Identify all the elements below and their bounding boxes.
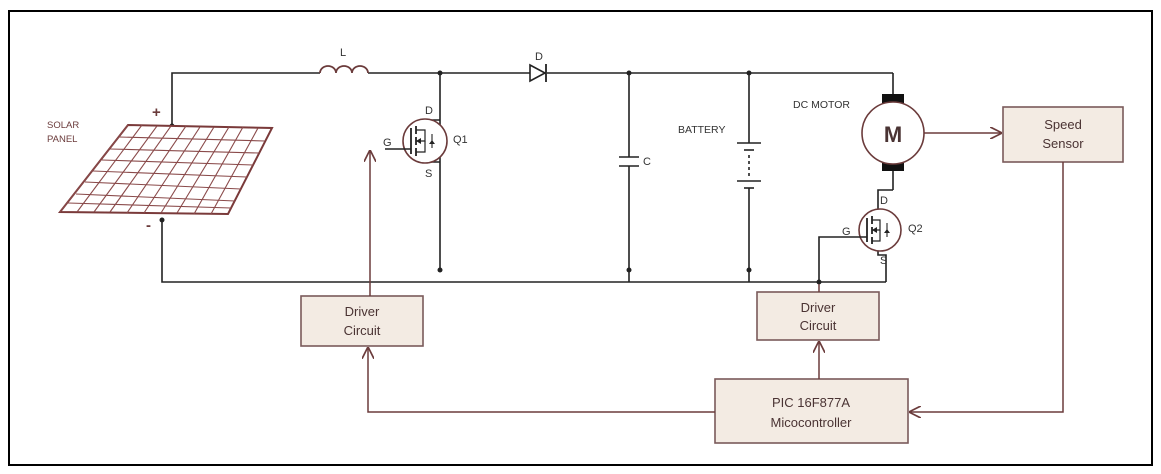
driver-1-line-1: Driver — [345, 304, 380, 319]
q2-drain-label: D — [880, 195, 888, 207]
battery: BATTERY — [678, 124, 761, 189]
q1-label: Q1 — [453, 134, 468, 146]
mosfet-q1: Q1 D G S — [383, 105, 468, 180]
diagram-frame — [8, 10, 1153, 466]
power-wires — [161, 72, 894, 283]
q1-gate-label: G — [383, 137, 392, 149]
microcontroller-block: PIC 16F877A Micocontroller — [714, 378, 909, 444]
speed-sensor-block: Speed Sensor — [1002, 106, 1124, 163]
sensor-to-controller-arrow — [910, 162, 1064, 412]
q2-gate-label: G — [842, 226, 851, 238]
q1-drain-label: D — [425, 105, 433, 117]
inductor: L — [319, 47, 369, 74]
battery-label: BATTERY — [678, 124, 725, 136]
speed-sensor-line-2: Sensor — [1042, 136, 1084, 151]
motor-symbol: M — [884, 122, 902, 147]
capacitor-label: C — [643, 156, 651, 168]
mosfet-q2: Q2 D G S — [818, 195, 923, 282]
q2-label: Q2 — [908, 223, 923, 235]
solar-panel-label-1: SOLAR — [47, 120, 79, 131]
controller-line-1: PIC 16F877A — [772, 395, 850, 410]
inductor-label: L — [340, 47, 346, 59]
driver-2-line-2: Circuit — [800, 318, 837, 333]
diode-label: D — [535, 51, 543, 63]
speed-sensor-line-1: Speed — [1044, 117, 1082, 132]
solar-panel: SOLAR PANEL + - — [47, 104, 274, 234]
controller-line-2: Micocontroller — [771, 415, 853, 430]
motor-label: DC MOTOR — [793, 99, 850, 111]
solar-minus-label: - — [146, 217, 151, 234]
diode: D — [529, 51, 547, 83]
controller-to-driver1-arrow — [368, 348, 715, 413]
bottom-rail — [161, 220, 886, 283]
driver-2-line-1: Driver — [801, 300, 836, 315]
dc-motor: M DC MOTOR — [793, 94, 925, 171]
q2-source-label: S — [880, 255, 887, 267]
solar-panel-label-2: PANEL — [47, 134, 77, 145]
capacitor: C — [619, 156, 651, 168]
driver-1-line-2: Circuit — [344, 323, 381, 338]
junctions — [159, 70, 822, 285]
control-wires — [368, 133, 1064, 413]
solar-plus-label: + — [152, 104, 161, 121]
driver-circuit-1-block: Driver Circuit — [300, 295, 424, 347]
driver-circuit-2-block: Driver Circuit — [756, 291, 880, 341]
q1-source-label: S — [425, 168, 432, 180]
top-rail-left — [171, 72, 320, 128]
